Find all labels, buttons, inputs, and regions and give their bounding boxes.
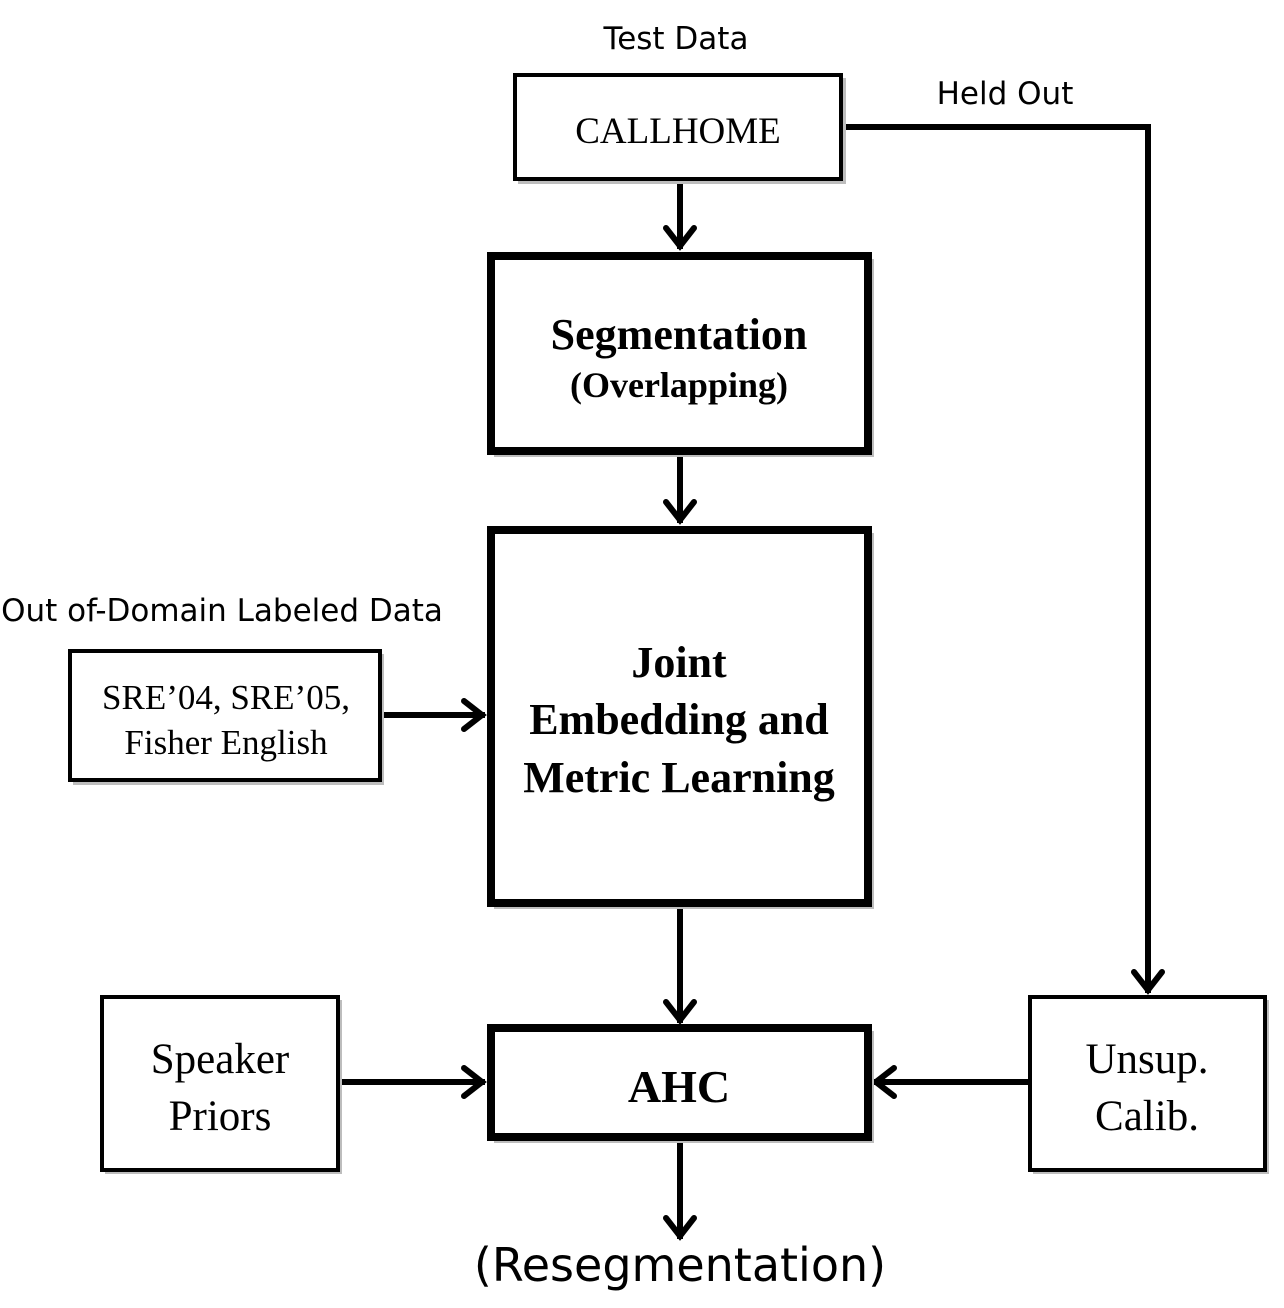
joint-embedding-box: Joint Embedding and Metric Learning (487, 526, 874, 909)
unsup-calib-line-1: Unsup. (1085, 1036, 1208, 1083)
arrowhead-resegmentation (663, 1215, 697, 1241)
unsup-calib-line-2: Calib. (1095, 1093, 1199, 1140)
arrowhead-segmentation (663, 225, 697, 251)
ahc-box: AHC (487, 1024, 874, 1143)
resegmentation-label: (Resegmentation) (474, 1238, 886, 1292)
sre-line-1: SRE’04, SRE’05, (102, 678, 350, 717)
ahc-label: AHC (628, 1061, 730, 1112)
joint-line-2: Embedding and (529, 695, 829, 744)
unsup-calib-box: Unsup. Calib. (1028, 995, 1269, 1174)
arrowhead-joint (663, 499, 697, 525)
callhome-label: CALLHOME (575, 111, 781, 152)
connectors (337, 124, 1165, 1241)
arrowhead-ahc-left (461, 1065, 487, 1099)
callhome-box: CALLHOME (513, 73, 846, 184)
arrowhead-joint-left (461, 698, 487, 732)
arrow-held-out-path (841, 124, 1151, 993)
joint-line-1: Joint (631, 638, 727, 687)
arrowhead-ahc-right (871, 1065, 897, 1099)
test-data-label: Test Data (603, 21, 749, 57)
speaker-priors-line-2: Priors (169, 1093, 272, 1140)
segmentation-box: Segmentation (Overlapping) (487, 252, 874, 457)
segmentation-subtitle: (Overlapping) (570, 365, 788, 405)
speaker-priors-box: Speaker Priors (100, 995, 342, 1174)
out-of-domain-label: Out of-Domain Labeled Data (1, 593, 443, 629)
arrowhead-ahc-top (663, 999, 697, 1025)
speaker-priors-line-1: Speaker (151, 1036, 290, 1083)
arrowhead-calib (1131, 969, 1165, 995)
held-out-label: Held Out (937, 76, 1074, 112)
sre-line-2: Fisher English (124, 723, 328, 762)
segmentation-title: Segmentation (551, 310, 808, 359)
joint-line-3: Metric Learning (523, 753, 835, 802)
sre-fisher-box: SRE’04, SRE’05, Fisher English (68, 649, 384, 785)
